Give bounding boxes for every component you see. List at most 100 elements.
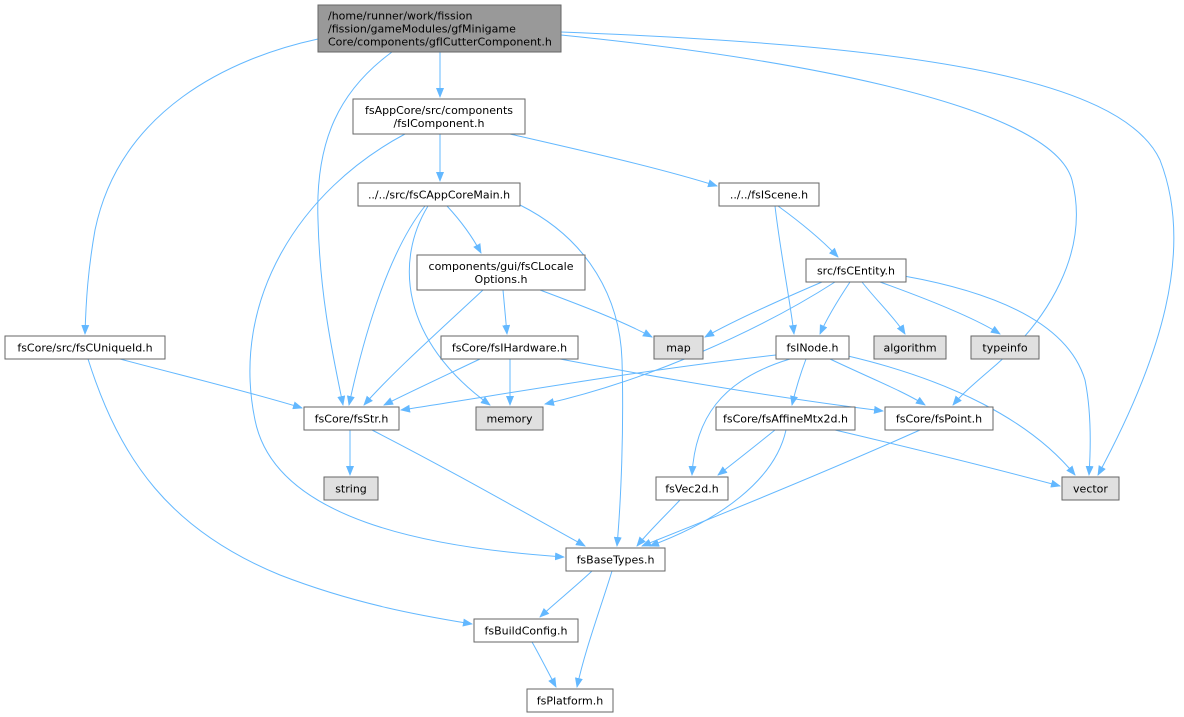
- node-label-root: /home/runner/work/fission: [328, 10, 473, 23]
- node-box-fsIScene: [718, 182, 820, 207]
- edge-fsCEntity-to-map: [704, 281, 823, 338]
- node-label-algorithm: algorithm: [883, 342, 936, 355]
- node-root[interactable]: /home/runner/work/fission/fission/gameMo…: [317, 4, 562, 53]
- node-fsIHardware[interactable]: fsCore/fsIHardware.h: [440, 335, 579, 360]
- node-label-fsPlatform: fsPlatform.h: [537, 695, 603, 708]
- node-fsCUniqueId[interactable]: fsCore/src/fsCUniqueId.h: [4, 335, 166, 360]
- edge-fsIComponent-to-fsBaseTypes: [249, 133, 565, 561]
- node-label-fsCLocaleOptions: Options.h: [475, 273, 528, 286]
- node-fsBuildConfig[interactable]: fsBuildConfig.h: [473, 618, 579, 643]
- edge-fsVec2d-to-fsBaseTypes: [636, 499, 681, 547]
- node-box-fsPoint: [884, 406, 994, 431]
- edge-fsINode-to-fsPoint: [829, 358, 926, 406]
- node-box-root: [317, 4, 562, 53]
- node-label-string: string: [335, 483, 367, 496]
- edge-root-to-fsPoint: [560, 34, 1077, 406]
- node-fsPoint[interactable]: fsCore/fsPoint.h: [884, 406, 994, 431]
- node-string: string: [323, 476, 379, 501]
- edge-fsCEntity-to-typeinfo: [879, 281, 1001, 335]
- node-box-fsIHardware: [440, 335, 579, 360]
- node-box-fsStr: [303, 406, 400, 431]
- node-fsPlatform[interactable]: fsPlatform.h: [526, 688, 614, 713]
- node-label-fsBaseTypes: fsBaseTypes.h: [577, 554, 655, 567]
- edge-fsINode-to-fsAffineMtx2d: [790, 358, 807, 406]
- node-box-fsVec2d: [655, 476, 729, 501]
- node-box-fsIComponent: [352, 98, 526, 135]
- nodes-layer: /home/runner/work/fission/fission/gameMo…: [4, 4, 1120, 713]
- node-fsStr[interactable]: fsCore/fsStr.h: [303, 406, 400, 431]
- node-fsCEntity[interactable]: src/fsCEntity.h: [805, 258, 907, 283]
- node-label-fsIComponent: fsAppCore/src/components: [365, 104, 513, 117]
- edge-fsINode-to-fsVec2d: [688, 358, 791, 476]
- edge-fsAffineMtx2d-to-fsVec2d: [717, 429, 776, 476]
- node-box-fsBuildConfig: [473, 618, 579, 643]
- node-label-fsIScene: ../../fsIScene.h: [730, 189, 808, 202]
- edge-fsCEntity-to-algorithm: [861, 281, 906, 335]
- node-label-fsAffineMtx2d: fsCore/fsAffineMtx2d.h: [723, 413, 848, 426]
- node-label-fsVec2d: fsVec2d.h: [665, 483, 719, 496]
- node-label-fsCUniqueId: fsCore/src/fsCUniqueId.h: [17, 342, 152, 355]
- node-box-fsCEntity: [805, 258, 907, 283]
- node-label-fsINode: fsINode.h: [786, 342, 838, 355]
- node-box-map: [653, 335, 704, 360]
- edge-root-to-fsStr: [317, 51, 393, 406]
- node-algorithm: algorithm: [873, 335, 947, 360]
- edge-fsIComponent-to-fsIScene: [509, 133, 718, 188]
- edge-fsCAppCoreMain-to-memory: [408, 205, 491, 406]
- node-box-fsPlatform: [526, 688, 614, 713]
- node-box-fsBaseTypes: [565, 547, 666, 572]
- node-box-fsCUniqueId: [4, 335, 166, 360]
- node-label-root: /fission/gameModules/gfMinigame: [328, 23, 516, 36]
- node-memory: memory: [475, 406, 544, 431]
- node-fsBaseTypes[interactable]: fsBaseTypes.h: [565, 547, 666, 572]
- node-label-fsPoint: fsCore/fsPoint.h: [896, 413, 982, 426]
- node-vector: vector: [1061, 476, 1120, 501]
- node-box-memory: [475, 406, 544, 431]
- node-label-fsStr: fsCore/fsStr.h: [315, 413, 389, 426]
- node-box-typeinfo: [970, 335, 1040, 360]
- node-fsIScene[interactable]: ../../fsIScene.h: [718, 182, 820, 207]
- edge-fsINode-to-fsStr: [400, 354, 777, 413]
- edge-fsCUniqueId-to-fsStr: [119, 358, 303, 410]
- edge-fsCAppCoreMain-to-fsStr: [346, 205, 426, 406]
- node-fsIComponent[interactable]: fsAppCore/src/components/fsIComponent.h: [352, 98, 526, 135]
- edge-fsAffineMtx2d-to-vector: [834, 429, 1061, 488]
- node-label-fsCLocaleOptions: components/gui/fsCLocale: [429, 260, 574, 273]
- edge-fsIScene-to-fsINode: [774, 205, 797, 335]
- edge-fsBaseTypes-to-fsBuildConfig: [539, 570, 593, 618]
- node-box-vector: [1061, 476, 1120, 501]
- node-label-fsIComponent: /fsIComponent.h: [394, 117, 485, 130]
- edge-fsCAppCoreMain-to-fsBaseTypes: [519, 204, 624, 547]
- node-label-fsCEntity: src/fsCEntity.h: [817, 265, 895, 278]
- edge-root-to-vector: [560, 31, 1175, 476]
- node-box-fsCAppCoreMain: [357, 182, 521, 207]
- node-label-vector: vector: [1073, 483, 1108, 496]
- edge-root-to-fsCUniqueId: [81, 38, 319, 335]
- node-box-fsCLocaleOptions: [416, 254, 586, 291]
- edge-fsCEntity-to-vector: [903, 275, 1094, 476]
- node-fsCAppCoreMain[interactable]: ../../src/fsCAppCoreMain.h: [357, 182, 521, 207]
- node-map: map: [653, 335, 704, 360]
- node-box-fsINode: [775, 335, 850, 360]
- edge-fsIScene-to-fsCEntity: [777, 205, 839, 258]
- edge-fsCUniqueId-to-fsBuildConfig: [87, 358, 473, 627]
- node-label-fsIHardware: fsCore/fsIHardware.h: [452, 342, 567, 355]
- node-box-fsAffineMtx2d: [715, 406, 856, 431]
- edge-fsCEntity-to-fsINode: [819, 281, 851, 335]
- node-fsINode[interactable]: fsINode.h: [775, 335, 850, 360]
- edge-fsStr-to-fsBaseTypes: [371, 429, 586, 547]
- node-fsVec2d[interactable]: fsVec2d.h: [655, 476, 729, 501]
- edge-fsAffineMtx2d-to-fsBaseTypes: [649, 429, 787, 547]
- node-box-string: [323, 476, 379, 501]
- edge-fsCAppCoreMain-to-fsCLocaleOptions: [446, 205, 482, 254]
- node-label-root: Core/components/gfICutterComponent.h: [328, 36, 552, 49]
- node-fsAffineMtx2d[interactable]: fsCore/fsAffineMtx2d.h: [715, 406, 856, 431]
- edge-fsCLocaleOptions-to-fsStr: [363, 289, 484, 406]
- node-box-algorithm: [873, 335, 947, 360]
- node-typeinfo: typeinfo: [970, 335, 1040, 360]
- node-label-fsBuildConfig: fsBuildConfig.h: [485, 625, 568, 638]
- edge-fsBaseTypes-to-fsPlatform: [574, 570, 613, 688]
- edge-fsINode-to-vector: [847, 355, 1076, 476]
